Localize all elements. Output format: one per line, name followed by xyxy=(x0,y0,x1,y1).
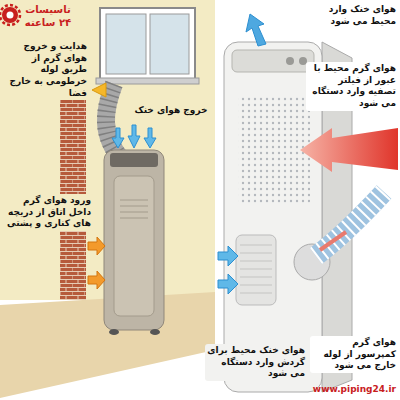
callout-text: هوای خنک وارد محیط می شود xyxy=(318,3,398,28)
portable-unit-part xyxy=(120,200,148,218)
portable-unit xyxy=(104,150,164,335)
unit-cutaway-part xyxy=(236,235,276,305)
callout-text: ورود هوای گرم داخل اتاق از دریچه های کنا… xyxy=(3,194,93,231)
unit-cutaway-part xyxy=(240,245,272,293)
exhaust-hose xyxy=(92,83,122,160)
exhaust-hose-part xyxy=(106,84,122,160)
intake-arrows-part xyxy=(218,274,238,294)
cool-air-arrows-part xyxy=(128,125,140,148)
cool-air-arrows-part xyxy=(144,128,156,148)
watermark: www.piping24.ir xyxy=(306,383,398,397)
callout-text: خروج هوای خنک xyxy=(128,104,214,118)
window xyxy=(96,8,199,84)
outlet-duct-part xyxy=(320,232,346,250)
window-part xyxy=(150,14,189,74)
cool-air-arrows-part xyxy=(112,128,124,148)
window-part xyxy=(106,14,146,74)
outlet-duct xyxy=(316,192,384,256)
warm-air-arrows xyxy=(88,237,105,289)
logo-text: تاسیسات ۲۴ ساعته xyxy=(22,2,74,30)
warm-air-arrows-part xyxy=(88,237,105,255)
portable-unit-part xyxy=(104,150,164,330)
hot-air-arrow-part xyxy=(300,128,398,172)
callout-text: هوای خنک محیط برای گردش وارد دستگاه می ش… xyxy=(205,344,307,381)
room-wall xyxy=(0,0,215,398)
unit-cutaway-part xyxy=(286,57,294,65)
intake-arrows xyxy=(218,246,238,294)
cool-air-arrow-top-part xyxy=(246,14,266,46)
outlet-duct-part xyxy=(316,192,384,256)
portable-unit-part xyxy=(150,329,160,335)
cool-air-arrow-top xyxy=(246,14,266,46)
outlet-duct-part xyxy=(316,192,384,256)
exhaust-hose-part xyxy=(92,83,106,97)
logo-gear-part xyxy=(0,5,20,25)
portable-unit-part xyxy=(109,329,119,335)
logo-gear-part xyxy=(7,12,14,19)
callout-text: هوای گرم محیط با عبور از فیلتر تصفیه وار… xyxy=(306,62,398,111)
logo-gear-part xyxy=(2,7,18,23)
logo-gear xyxy=(0,5,20,25)
unit-cutaway-part xyxy=(238,95,310,205)
callout-text: هدایت و خروج هوای گرم از طریق لوله خرطوم… xyxy=(3,40,89,100)
warm-air-arrows-part xyxy=(88,271,105,289)
exhaust-hose-part xyxy=(106,84,122,160)
portable-unit-part xyxy=(110,153,158,167)
callout-text: هوای گرم کمپرسور از لوله خارج می شود xyxy=(310,336,398,373)
cool-air-arrows xyxy=(112,125,156,148)
window-part xyxy=(100,8,195,80)
unit-cutaway-part xyxy=(232,50,314,72)
intake-arrows-part xyxy=(218,246,238,266)
portable-unit-part xyxy=(114,176,154,316)
hot-air-arrow xyxy=(300,128,398,172)
